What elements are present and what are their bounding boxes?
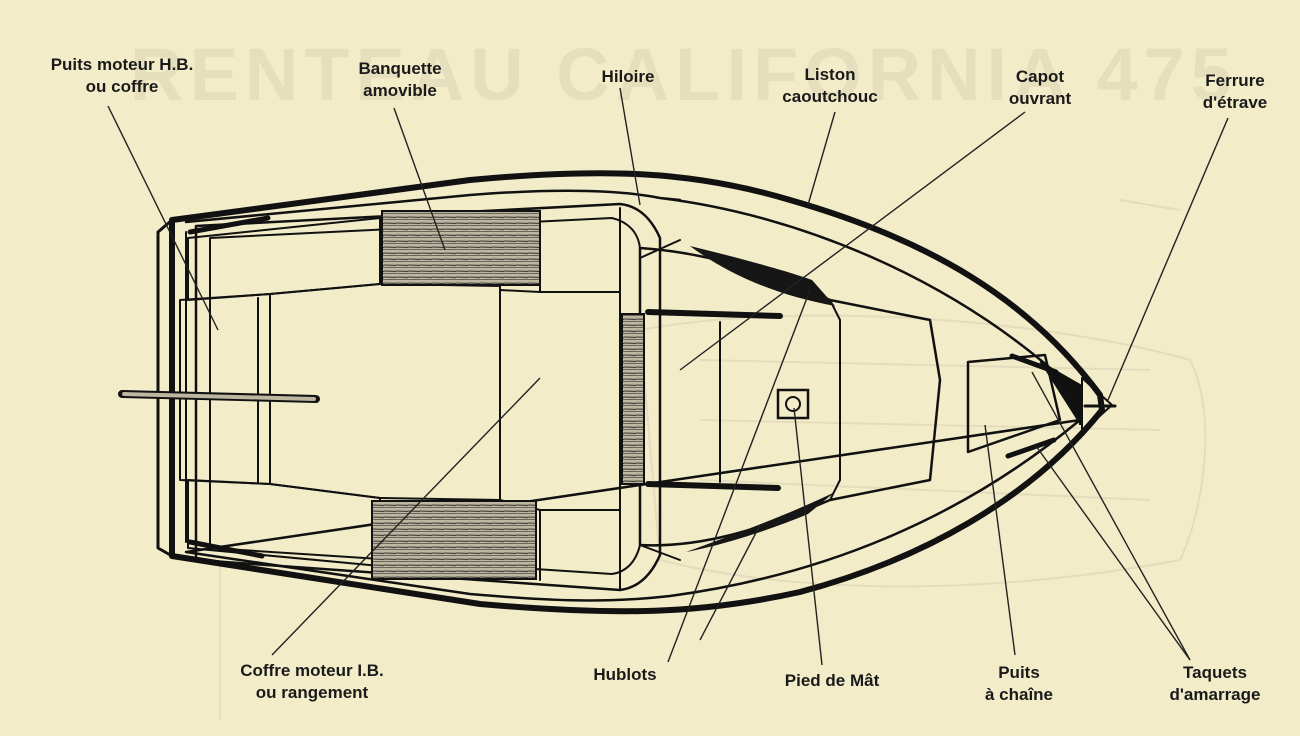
- label-ferrure-line2: d'étrave: [1202, 93, 1268, 112]
- leader-lines: [107, 87, 1229, 666]
- hull-outer-rail: [169, 170, 1105, 615]
- ghost-sketch: [219, 199, 1207, 720]
- watermark-text: RENTEAU CALIFORNIA 475: [130, 33, 1238, 116]
- label-coffre-moteur: Coffre moteur I.B. ou rangement: [212, 660, 412, 704]
- stem-fitting: [1081, 377, 1113, 433]
- label-taquets-line2: d'amarrage: [1169, 685, 1261, 704]
- cabin-top: [638, 246, 942, 547]
- label-puits-moteur-line2: ou coffre: [85, 77, 159, 96]
- label-liston-line2: caoutchouc: [782, 87, 878, 106]
- label-hublots: Hublots: [570, 664, 680, 686]
- label-banquette-line1: Banquette: [358, 59, 442, 78]
- label-taquets: Taquets d'amarrage: [1150, 662, 1280, 706]
- label-pied-de-mat-line1: Pied de Mât: [784, 671, 880, 690]
- label-puits-chaine-line1: Puits: [998, 663, 1040, 682]
- bulkhead-grating: [621, 313, 645, 485]
- label-puits-chaine-line2: à chaîne: [984, 685, 1054, 704]
- label-capot: Capot ouvrant: [990, 66, 1090, 110]
- banquette-forward-seat: [381, 210, 541, 286]
- label-pied-de-mat: Pied de Mât: [762, 670, 902, 692]
- hiloire-coaming: [194, 202, 662, 592]
- hublot-upper: [690, 246, 835, 306]
- label-ferrure: Ferrure d'étrave: [1180, 70, 1290, 114]
- label-hiloire-line1: Hiloire: [601, 67, 655, 86]
- label-hublots-line1: Hublots: [593, 665, 657, 684]
- label-taquets-line1: Taquets: [1183, 663, 1247, 682]
- banquette-aft-seat: [371, 500, 537, 580]
- label-coffre-moteur-line1: Coffre moteur I.B.: [240, 661, 384, 680]
- label-hiloire: Hiloire: [578, 66, 678, 88]
- mast-step: [776, 388, 810, 420]
- label-puits-moteur: Puits moteur H.B. ou coffre: [22, 54, 222, 98]
- label-puits-moteur-line1: Puits moteur H.B.: [50, 55, 194, 74]
- aft-well: [179, 293, 271, 485]
- label-liston: Liston caoutchouc: [760, 64, 900, 108]
- handrails: [118, 215, 783, 559]
- label-liston-line1: Liston: [804, 65, 856, 84]
- label-puits-chaine: Puits à chaîne: [964, 662, 1074, 706]
- cleat-lower: [1005, 437, 1057, 459]
- label-capot-line2: ouvrant: [1008, 89, 1072, 108]
- label-banquette-line2: amovible: [363, 81, 437, 100]
- label-capot-line1: Capot: [1015, 67, 1065, 86]
- label-banquette: Banquette amovible: [330, 58, 470, 102]
- label-ferrure-line1: Ferrure: [1205, 71, 1265, 90]
- label-coffre-moteur-line2: ou rangement: [255, 683, 369, 702]
- mast-step-hole: [785, 396, 801, 412]
- hublot-lower: [686, 492, 835, 552]
